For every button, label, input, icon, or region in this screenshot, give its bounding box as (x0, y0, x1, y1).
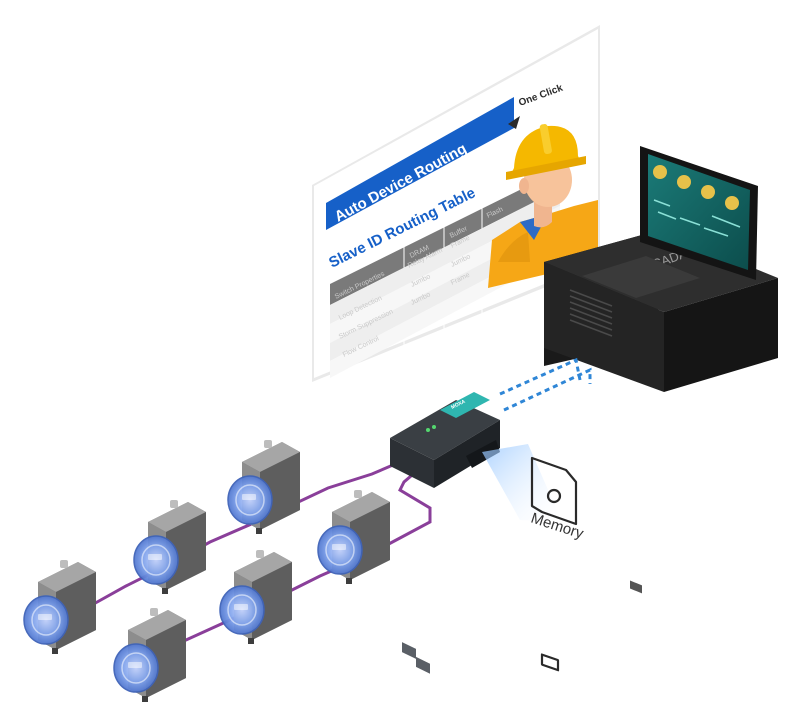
electric-meter (317, 489, 391, 585)
worker-illustration (488, 124, 598, 288)
serial-gateway: MOXA (390, 392, 500, 674)
memory-glow (482, 444, 562, 522)
drive-slot (630, 580, 642, 594)
data-flow-arrows (499, 357, 592, 412)
electric-meter (23, 559, 97, 655)
db9-port (416, 656, 430, 674)
db9-port (402, 642, 416, 659)
routing-panel: Auto Device Routing One Click Slave ID R… (312, 25, 600, 382)
screen-gauges (653, 165, 741, 237)
electric-meter (113, 607, 187, 703)
meters (23, 439, 391, 703)
vent-grille (569, 289, 613, 337)
cursor-icon (508, 116, 520, 129)
scada-computer: SCADA (544, 146, 778, 594)
floppy-disk-icon (530, 456, 578, 672)
electric-meter (133, 499, 207, 595)
electric-meter (219, 549, 293, 645)
electric-meter (227, 439, 301, 535)
